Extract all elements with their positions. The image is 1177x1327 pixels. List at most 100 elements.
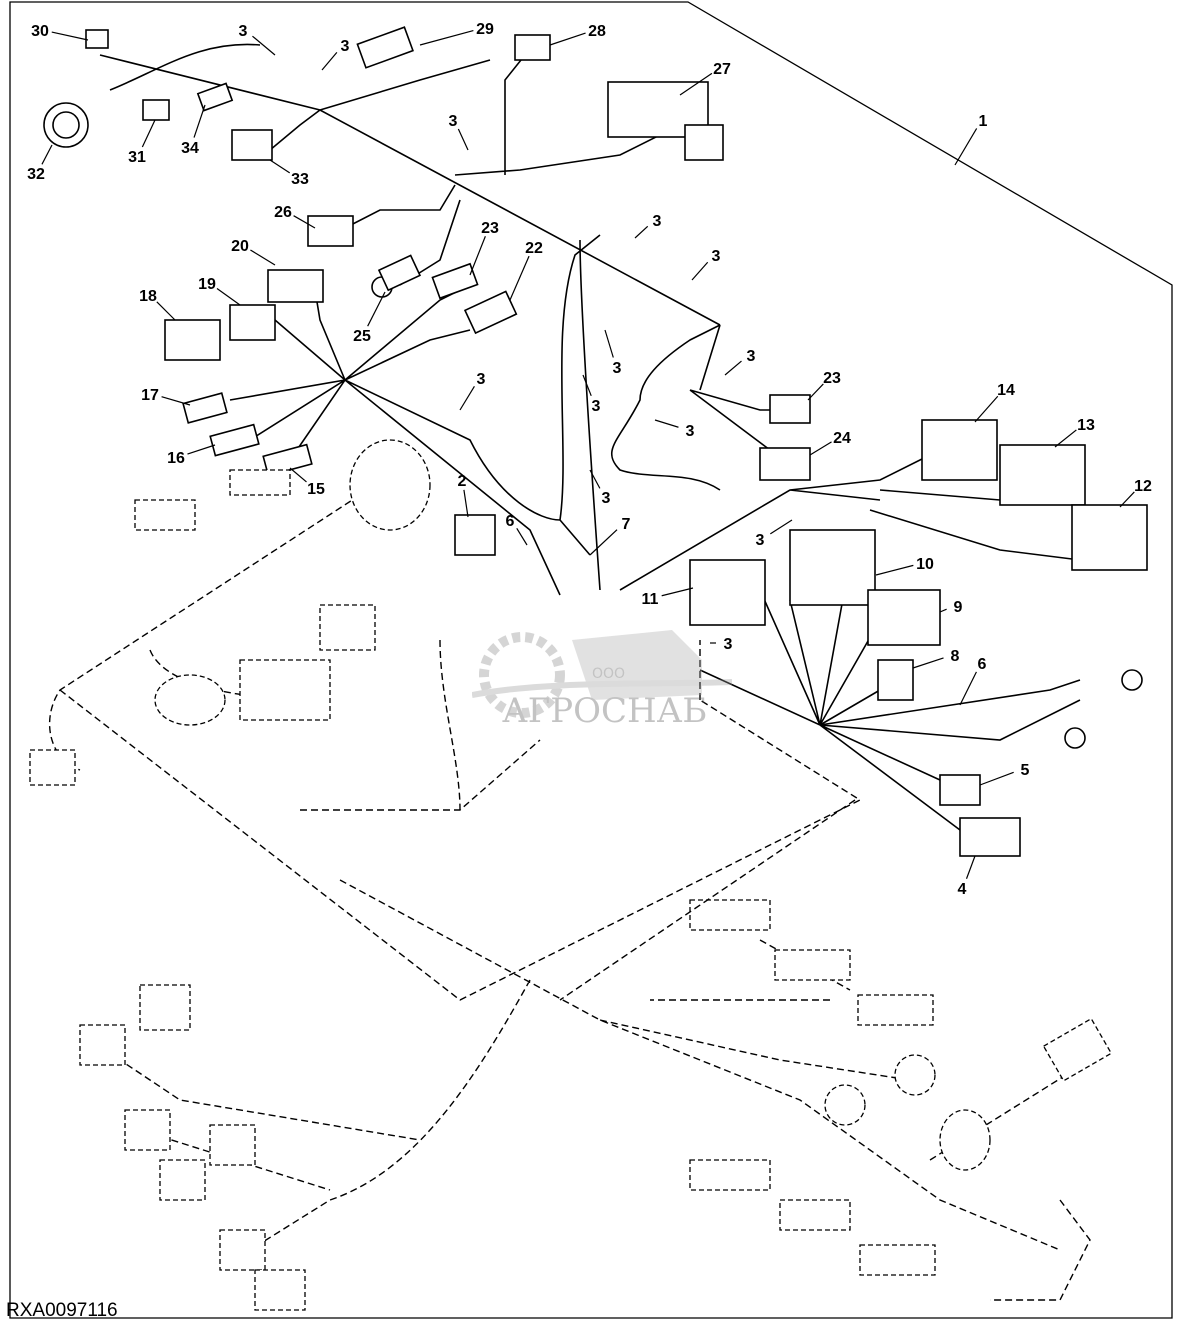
callout-leader-line bbox=[419, 29, 474, 46]
callout-16: 16 bbox=[167, 450, 185, 467]
callout-14: 14 bbox=[997, 382, 1015, 399]
callout-17: 17 bbox=[141, 387, 159, 404]
callout-leader-line bbox=[509, 255, 530, 301]
callout-3: 3 bbox=[686, 423, 695, 440]
callout-32: 32 bbox=[27, 166, 45, 183]
callout-3: 3 bbox=[756, 532, 765, 549]
callout-5: 5 bbox=[1021, 762, 1030, 779]
callout-34: 34 bbox=[181, 140, 199, 157]
callout-3: 3 bbox=[477, 371, 486, 388]
callout-leader-line bbox=[269, 159, 291, 174]
callout-3: 3 bbox=[239, 23, 248, 40]
callout-leader-line bbox=[604, 329, 614, 358]
callout-24: 24 bbox=[833, 430, 851, 447]
callout-leader-line bbox=[293, 215, 316, 229]
callout-leader-line bbox=[979, 771, 1014, 786]
callout-leader-line bbox=[367, 291, 386, 327]
connectors bbox=[43, 26, 1148, 857]
callout-leader-line bbox=[463, 489, 469, 518]
callout-11: 11 bbox=[642, 591, 659, 608]
callout-leader-line bbox=[939, 608, 947, 613]
callout-25: 25 bbox=[353, 328, 371, 345]
callout-29: 29 bbox=[476, 21, 494, 38]
callout-30: 30 bbox=[31, 23, 49, 40]
figure-id: RXA0097116 bbox=[6, 1300, 118, 1321]
callout-1: 1 bbox=[979, 113, 988, 130]
callout-18: 18 bbox=[139, 288, 157, 305]
callout-leader-line bbox=[589, 469, 601, 489]
callout-10: 10 bbox=[916, 556, 934, 573]
callout-3: 3 bbox=[341, 38, 350, 55]
ghost-harness bbox=[29, 439, 1113, 1311]
callout-13: 13 bbox=[1077, 417, 1095, 434]
callout-leader-line bbox=[809, 441, 832, 456]
callout-22: 22 bbox=[525, 240, 543, 257]
callout-leader-line bbox=[459, 386, 475, 411]
callout-6: 6 bbox=[506, 513, 515, 530]
callout-leader-line bbox=[187, 444, 216, 455]
callout-leader-line bbox=[912, 657, 944, 669]
callout-6: 6 bbox=[978, 656, 987, 673]
callout-leader-line bbox=[1054, 429, 1077, 448]
callout-leader-line bbox=[965, 855, 976, 879]
callout-3: 3 bbox=[613, 360, 622, 377]
callout-leader-line bbox=[634, 225, 649, 239]
callout-leader-line bbox=[654, 419, 679, 428]
callout-leader-line bbox=[250, 249, 276, 266]
callout-leader-line bbox=[974, 395, 999, 423]
assembly-boundary bbox=[9, 1, 1173, 1319]
callout-leader-line bbox=[959, 671, 977, 706]
callout-3: 3 bbox=[712, 248, 721, 265]
callout-leader-line bbox=[216, 288, 241, 306]
callout-8: 8 bbox=[951, 648, 960, 665]
callout-3: 3 bbox=[449, 113, 458, 130]
callout-leader-line bbox=[51, 31, 89, 41]
callout-leader-line bbox=[1119, 491, 1135, 508]
agrosnab-watermark-logo: ООО АГРОСНАБ bbox=[472, 630, 732, 730]
callout-leader-line bbox=[691, 261, 709, 281]
callout-3: 3 bbox=[602, 490, 611, 507]
callout-31: 31 bbox=[128, 149, 146, 166]
callout-leader-line bbox=[549, 32, 586, 46]
callout-leader-line bbox=[769, 519, 793, 535]
callout-9: 9 bbox=[954, 599, 963, 616]
callout-leader-line bbox=[457, 128, 469, 151]
callout-4: 4 bbox=[958, 881, 967, 898]
callout-leader-line bbox=[582, 374, 592, 397]
callout-33: 33 bbox=[291, 171, 309, 188]
callout-3: 3 bbox=[592, 398, 601, 415]
callout-7: 7 bbox=[622, 516, 631, 533]
callout-leader-line bbox=[193, 104, 206, 138]
callout-leader-line bbox=[516, 527, 528, 546]
callout-12: 12 bbox=[1134, 478, 1152, 495]
callout-26: 26 bbox=[274, 204, 292, 221]
callout-15: 15 bbox=[307, 481, 325, 498]
callout-leader-line bbox=[875, 564, 914, 576]
callout-3: 3 bbox=[747, 348, 756, 365]
callout-leader-line bbox=[589, 529, 618, 556]
watermark-name: АГРОСНАБ bbox=[502, 691, 707, 730]
callout-2: 2 bbox=[458, 473, 467, 490]
callout-leader-line bbox=[141, 119, 156, 148]
callout-leader-line bbox=[161, 396, 191, 406]
callout-leader-line bbox=[321, 51, 338, 71]
callout-leader-line bbox=[661, 587, 694, 597]
callout-3: 3 bbox=[724, 636, 733, 653]
callout-23: 23 bbox=[823, 370, 841, 387]
callout-leader-line bbox=[252, 35, 276, 56]
callout-20: 20 bbox=[231, 238, 249, 255]
callout-leader-line bbox=[807, 383, 824, 401]
callout-leader-line bbox=[724, 360, 742, 376]
watermark-prefix: ООО bbox=[592, 666, 625, 682]
callout-leader-line bbox=[289, 467, 307, 483]
callout-leader-line bbox=[469, 236, 486, 276]
callout-leader-line bbox=[679, 72, 713, 96]
callout-leader-line bbox=[954, 128, 978, 166]
main-harness bbox=[99, 43, 1081, 831]
callout-19: 19 bbox=[198, 276, 216, 293]
callout-28: 28 bbox=[588, 23, 606, 40]
callout-3: 3 bbox=[653, 213, 662, 230]
callout-23: 23 bbox=[481, 220, 499, 237]
